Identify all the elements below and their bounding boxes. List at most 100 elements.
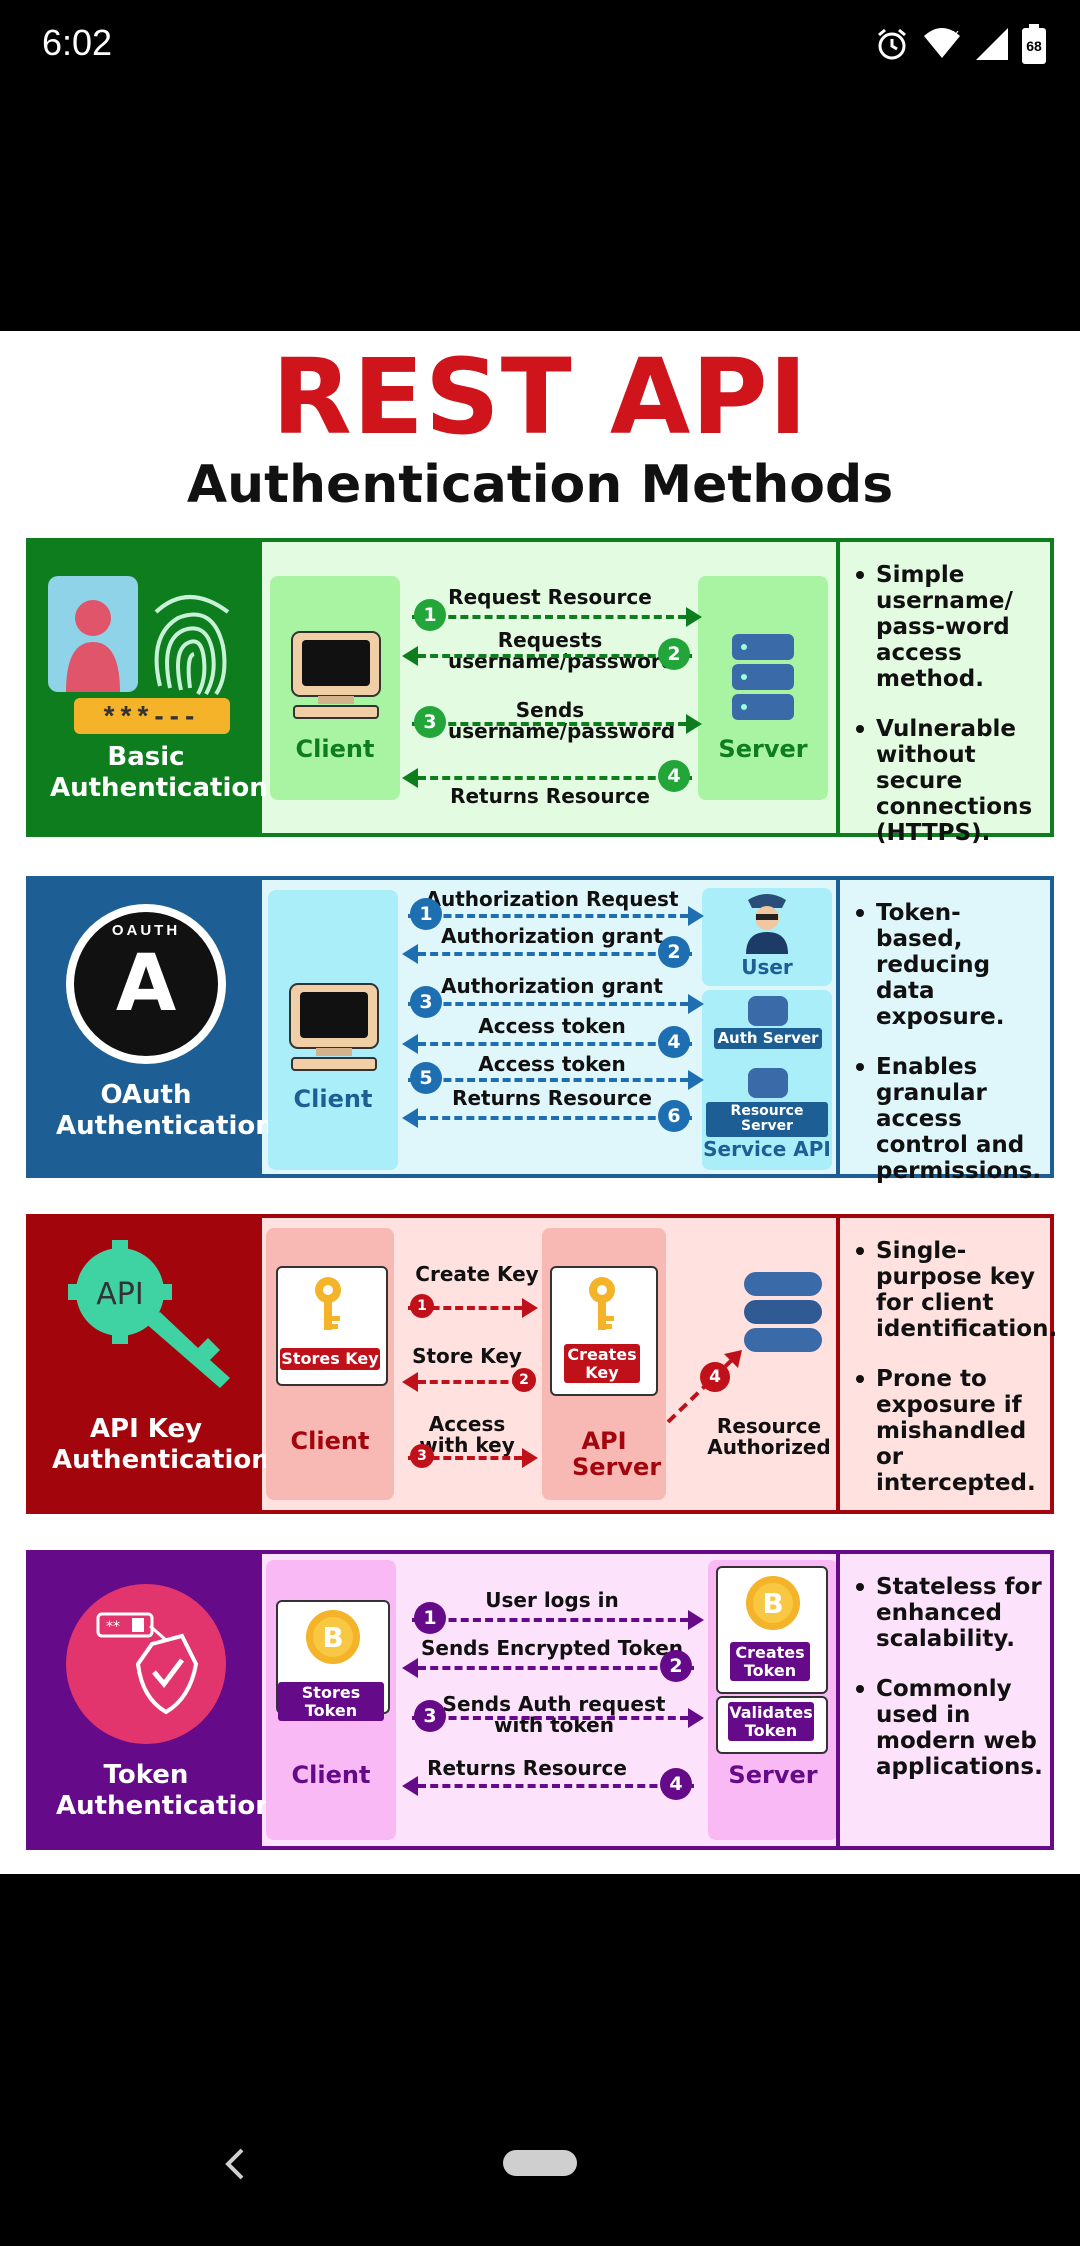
step-arrow-left [402,646,692,666]
creates-key-card: Creates Key [550,1266,658,1396]
step-label: Sends Auth request with token [442,1692,666,1737]
step-badge: 4 [658,1026,690,1058]
step-arrow-right [412,607,702,627]
home-button[interactable] [503,2150,577,2176]
client-label: Client [290,1427,370,1455]
server-label: Server [728,1761,818,1789]
step-arrow-left [402,1372,532,1392]
basic-auth-section: ***--- Basic Authentication Client [26,538,1054,846]
step-badge: 1 [414,1602,446,1634]
client-label: Client [293,1085,373,1113]
step-arrow-diagonal [666,1350,742,1424]
validates-token-card: Validates Token [716,1696,828,1754]
step-arrow-left [402,1658,694,1678]
stores-token-tag: Stores Token [278,1682,384,1722]
computer-icon [291,631,381,719]
wifi-icon: x [924,27,960,58]
api-logo-text: API [96,1277,143,1312]
step-label: Sends username/password [448,698,676,743]
client-column: Client [268,890,398,1170]
step-badge: 5 [410,1062,442,1094]
section-title: OAuth Authentication [56,1080,274,1141]
step-badge: 1 [414,599,446,631]
client-column: B Stores Token Client [266,1560,396,1840]
password-mask: ***--- [103,700,201,731]
note-item: Commonly used in modern web applications… [854,1676,1043,1780]
api-key-icon: API [68,1240,230,1388]
stores-key-tag: Stores Key [280,1348,380,1370]
api-key-flow: Stores Key Client Creates Key API Server… [262,1218,836,1510]
id-card-fingerprint-icon [48,576,230,696]
step-arrow-right [408,1070,704,1090]
step-label: Returns Resource [452,1086,652,1110]
battery-icon: 68 [1022,24,1046,64]
user-label: User [741,955,793,979]
step-arrow-left [402,768,692,788]
back-icon[interactable] [214,2136,254,2192]
user-avatar-icon [746,894,788,954]
step-arrow-right [412,1610,704,1630]
svg-text:**: ** [106,1619,120,1635]
server-label: Server [718,735,808,763]
database-icon [744,1272,822,1352]
creates-token-card: B Creates Token [716,1566,828,1694]
status-bar: 6:02 x 68 [0,0,1080,90]
client-label: Client [295,735,375,763]
step-label: Authorization grant [441,924,663,948]
step-arrow-left [402,1776,694,1796]
creates-key-tag: Creates Key [564,1344,640,1384]
step-badge: 6 [658,1100,690,1132]
validates-token-tag: Validates Token [728,1702,814,1742]
page-subtitle: Authentication Methods [186,455,894,515]
step-arrow-right [408,994,704,1014]
step-badge: 2 [512,1368,536,1392]
step-label: Store Key [412,1344,522,1368]
step-label: Sends Encrypted Token [420,1636,684,1660]
status-icons: x 68 [874,22,1046,66]
svg-text:x: x [952,27,959,41]
service-api-label: Service API [703,1137,831,1161]
api-key-section: API API Key Authentication Stores Key Cl… [26,1214,1057,1514]
infographic: REST API Authentication Methods ***--- B… [0,331,1080,1874]
step-label: Request Resource [448,585,652,609]
service-api-column: Auth Server Resource Server Service API [702,990,832,1170]
step-badge: 4 [660,1768,692,1800]
server-column: B Creates Token Validates Token Server [708,1560,838,1840]
client-column: Stores Key Client [266,1228,394,1500]
basic-auth-title-panel: ***--- Basic Authentication [30,542,268,833]
step-label: Create Key [415,1262,539,1286]
step-badge: 1 [410,1294,434,1318]
server-icon [732,634,794,720]
section-title: Basic Authentication [50,742,268,803]
battery-level: 68 [1026,38,1042,54]
status-time: 6:02 [42,22,113,63]
alarm-icon [878,28,906,60]
client-label: Client [291,1761,371,1789]
note-item: Enables granular access control and perm… [854,1054,1042,1184]
oauth-flow: Client User Auth Server Resource Server … [262,880,836,1174]
oauth-logo-icon: OAUTH A [66,904,226,1064]
token-flow: B Stores Token Client B Creates Token Va… [262,1554,838,1846]
coin-icon: B [306,1610,360,1664]
resource-authorized-label: Resource Authorized [707,1414,831,1459]
navigation-bar [0,2120,1080,2246]
api-key-notes: Single-purpose key for client identifica… [836,1218,1057,1510]
step-arrow-right [412,1708,704,1728]
database-icon [748,996,788,1026]
note-item: Single-purpose key for client identifica… [854,1238,1057,1342]
page-title: REST API [271,336,809,458]
step-arrow-right [408,1448,538,1468]
note-item: Stateless for enhanced scalability. [854,1574,1042,1652]
step-badge: 4 [658,760,690,792]
note-item: Prone to exposure if mishandled or inter… [854,1366,1042,1496]
svg-text:B: B [762,1587,783,1620]
database-icon [748,1068,788,1098]
step-label: Access token [478,1014,626,1038]
step-badge: 3 [414,1700,446,1732]
stores-key-card: Stores Key [276,1266,388,1386]
coin-icon: B [746,1576,800,1630]
step-badge: 3 [410,986,442,1018]
step-label: Returns Resource [427,1756,627,1780]
step-arrow-left [402,1034,692,1054]
user-column: User [702,888,832,986]
